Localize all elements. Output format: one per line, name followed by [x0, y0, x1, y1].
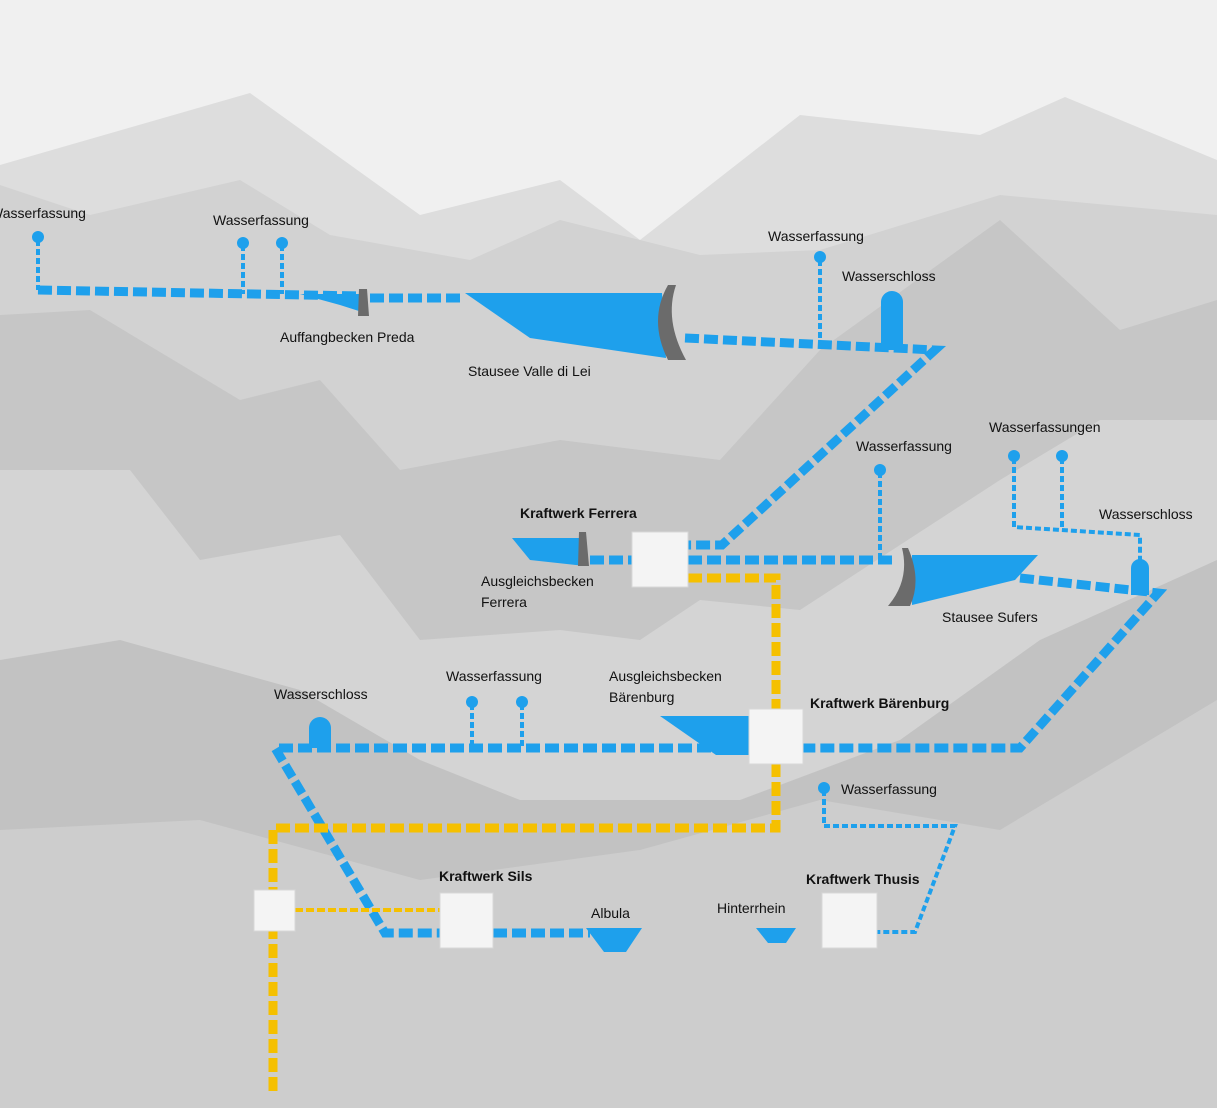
- label-kw-ferrera: Kraftwerk Ferrera: [520, 505, 637, 521]
- label-ab-baerenburg: Ausgleichsbecken Bärenburg: [609, 668, 722, 705]
- label-kw-sils: Kraftwerk Sils: [439, 868, 533, 884]
- label-valle-di-lei: Stausee Valle di Lei: [468, 363, 591, 379]
- lake-sufers: [912, 555, 1038, 605]
- label-surge-tank-1: Wasserschloss: [842, 268, 936, 284]
- label-kw-thusis: Kraftwerk Thusis: [806, 871, 920, 887]
- label-sufers: Stausee Sufers: [942, 609, 1038, 625]
- preda-basin: [300, 294, 362, 312]
- surge-tank-1: [881, 291, 903, 350]
- station-thusis: [821, 892, 878, 949]
- label-intakes: Wasserfassungen: [989, 419, 1101, 435]
- label-intake-5: Wasserfassung: [446, 668, 542, 684]
- albula: [586, 928, 642, 952]
- surge-tank-2: [1131, 559, 1149, 595]
- label-intake-2: Wasserfassung: [213, 212, 309, 228]
- station-ferrera: [631, 531, 689, 588]
- basin-ferrera: [512, 538, 585, 566]
- lake-valle-di-lei: [465, 293, 666, 358]
- label-kw-baerenburg: Kraftwerk Bärenburg: [810, 695, 950, 711]
- tunnel-baerenburg-sils: [267, 743, 749, 938]
- tunnel-lei-ferrera: [684, 333, 947, 550]
- basin-baerenburg: [660, 716, 749, 755]
- substation-sils: [253, 889, 296, 932]
- dams: [358, 285, 916, 606]
- label-ab-ferrera: Ausgleichsbecken Ferrera: [481, 573, 594, 610]
- intake-pipes: [36, 240, 1142, 934]
- label-albula: Albula: [591, 905, 630, 921]
- surge-tank-3: [309, 717, 331, 748]
- power-lines: [268, 573, 781, 1095]
- station-baerenburg: [748, 708, 804, 765]
- station-sils: [439, 892, 494, 949]
- label-intake-4: Wasserfassung: [856, 438, 952, 454]
- label-preda: Auffangbecken Preda: [280, 329, 415, 345]
- label-intake-3: Wasserfassung: [768, 228, 864, 244]
- reservoirs: [300, 291, 1149, 952]
- intake-points: [32, 231, 1068, 794]
- hinterrhein: [756, 928, 796, 943]
- tunnel-sufers-baerenburg: [803, 573, 1168, 753]
- label-surge-tank-2: Wasserschloss: [1099, 506, 1193, 522]
- label-intake-6: Wasserfassung: [841, 781, 937, 797]
- power-stations: [253, 531, 878, 949]
- label-surge-tank-3: Wasserschloss: [274, 686, 368, 702]
- label-intake-1: Wasserfassung: [0, 205, 86, 221]
- label-hinterrhein: Hinterrhein: [717, 900, 786, 916]
